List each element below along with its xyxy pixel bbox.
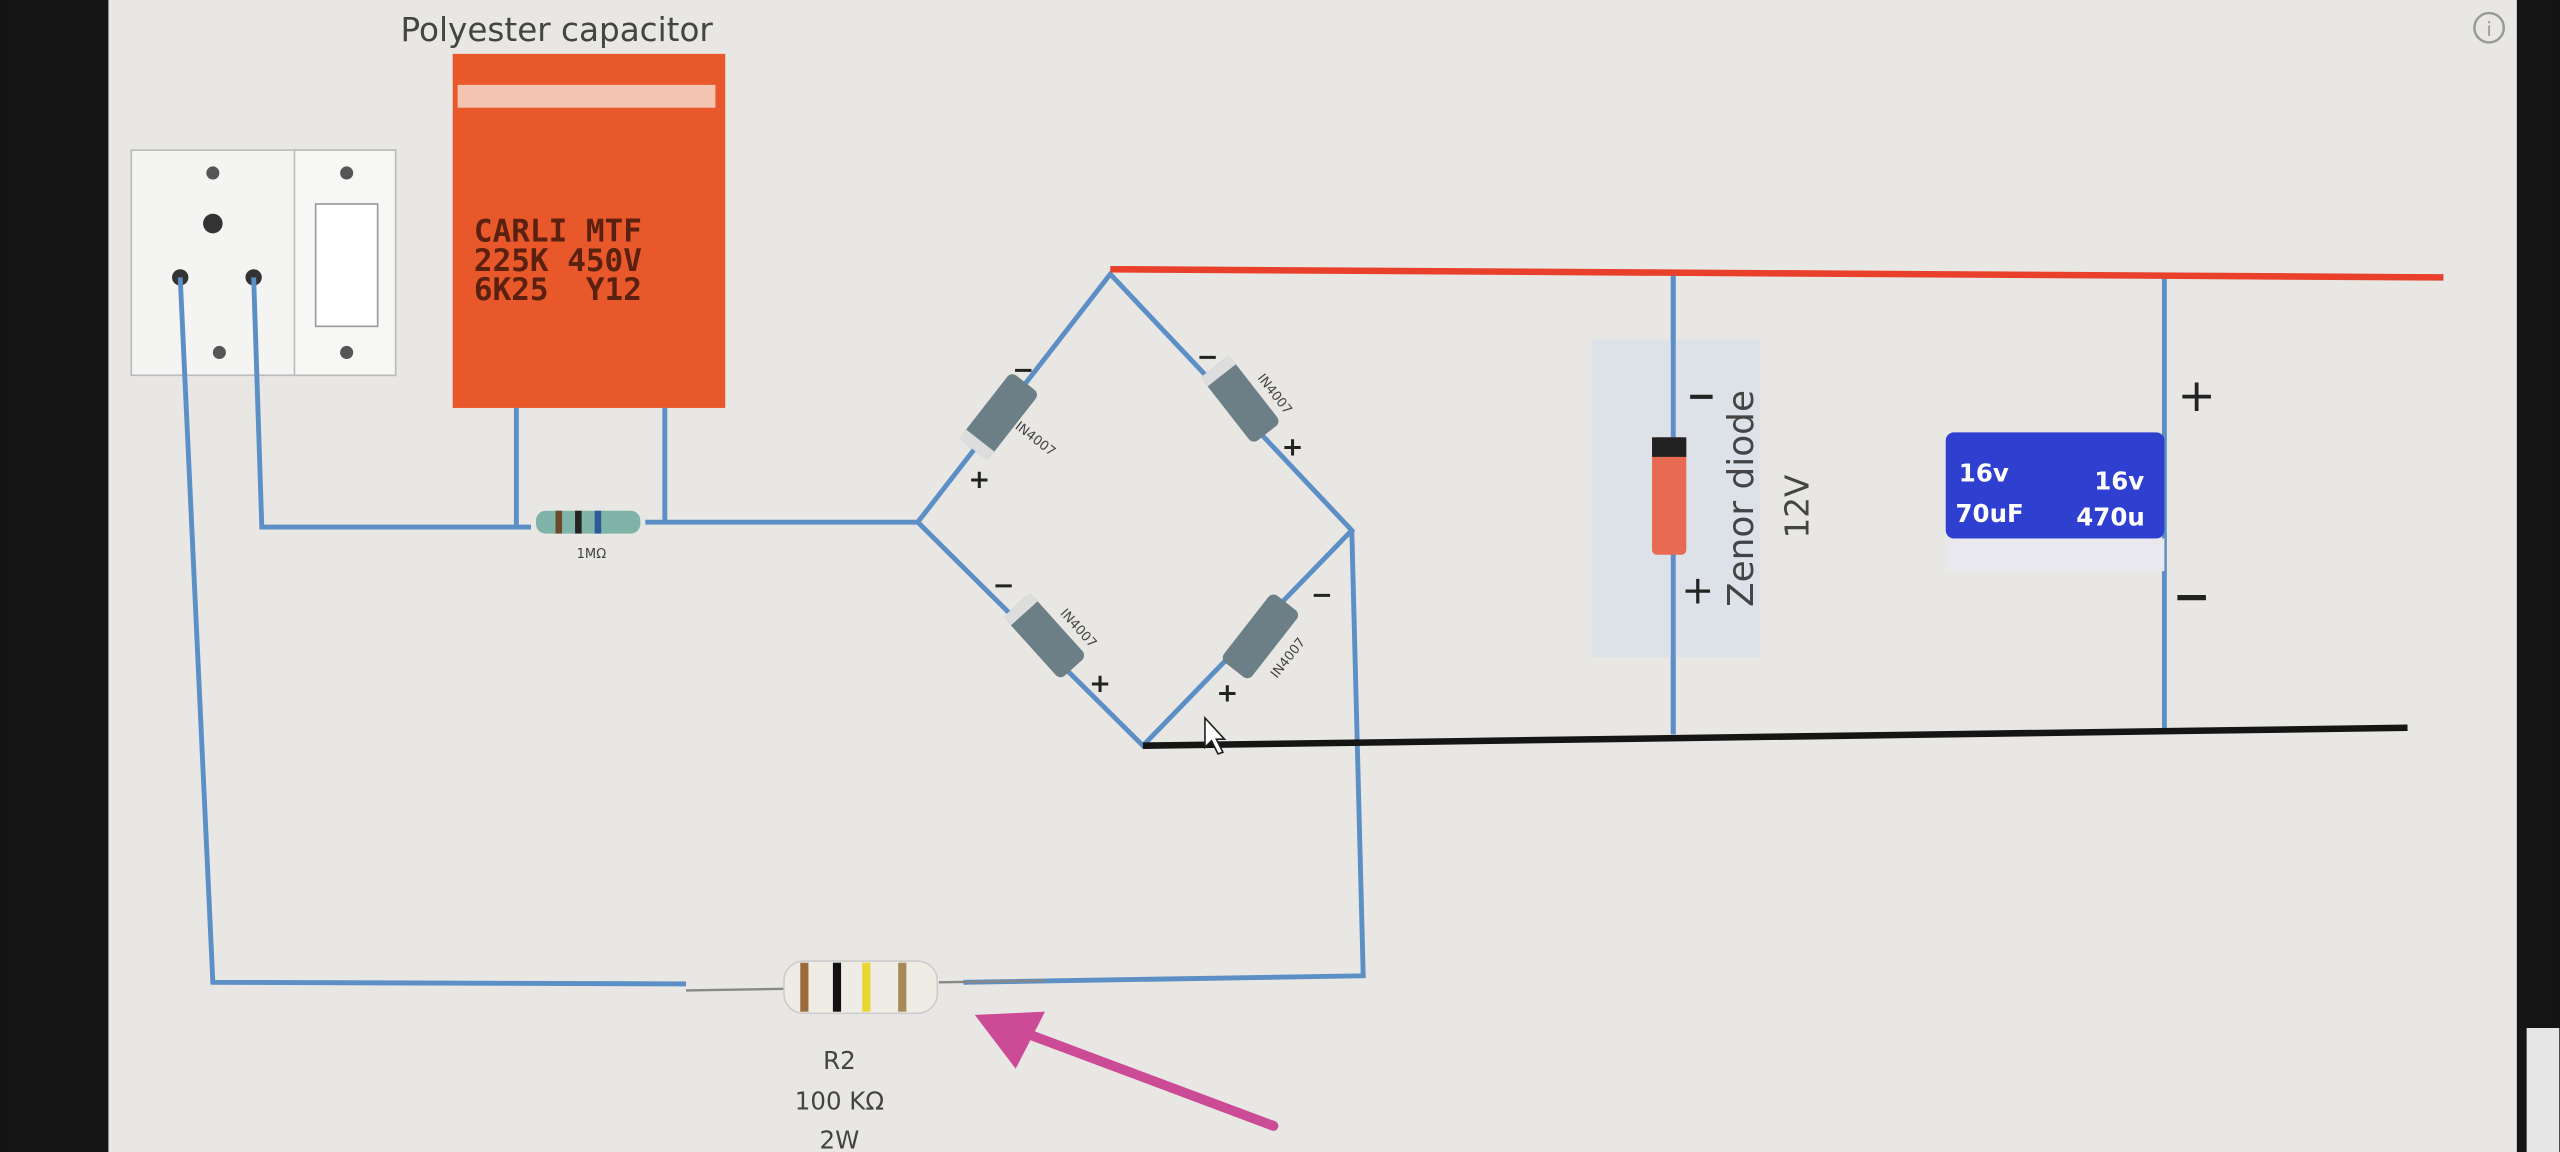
label-text: + — [1089, 669, 1111, 699]
label-text: 1MΩ — [577, 547, 607, 562]
label-text: 16v — [2094, 467, 2144, 496]
wall-socket — [130, 149, 397, 377]
label-text: 100 KΩ — [795, 1087, 884, 1116]
label-text: 16v — [1959, 458, 2009, 487]
label-text: − — [1686, 376, 1716, 417]
resistor-r1: 1MΩ — [535, 510, 641, 562]
label-text: + — [1216, 679, 1238, 709]
positive-rail — [1110, 265, 2444, 281]
bridge-polarity-marks: − + − + − + − + — [968, 343, 1333, 709]
zener-diode: − + Zenor diode 12V — [1591, 277, 1817, 735]
label-text: 6K25 Y12 — [474, 272, 642, 308]
label-text: 70uF — [1956, 499, 2024, 528]
label-text: CARLI MTF — [474, 213, 642, 249]
capacitor-title: Polyester capacitor — [400, 11, 713, 49]
label-text: 225K 450V — [474, 243, 642, 279]
mouse-cursor-icon — [1204, 715, 1227, 755]
label-text: 12V — [1779, 474, 1817, 539]
label-text: Zenor diode — [1721, 390, 1762, 607]
label-text: R2 — [823, 1046, 856, 1075]
label-text: − — [1012, 356, 1034, 386]
label-text: − — [1197, 343, 1219, 373]
label-text: + — [1681, 569, 1714, 614]
label-text: + — [2177, 369, 2215, 422]
label-text: 470u — [2076, 502, 2145, 531]
polyester-capacitor: CARLI MTF 225K 450V 6K25 Y12 — [452, 53, 726, 408]
label-text: i — [2486, 18, 2491, 41]
bezel-reflection — [2526, 1027, 2560, 1152]
label-text: 2W — [820, 1126, 860, 1152]
label-text: − — [2173, 570, 2211, 623]
negative-rail — [1142, 724, 2408, 749]
info-icon[interactable]: i — [2473, 11, 2506, 44]
resistor-r2: R2 100 KΩ 2W — [686, 960, 1046, 1152]
label-text: − — [1311, 581, 1333, 611]
electrolytic-capacitor: 16v 16v 70uF 470u + − — [1945, 369, 2216, 623]
label-text: − — [993, 571, 1015, 601]
arrow-icon — [974, 1011, 1279, 1131]
label-text: + — [968, 465, 990, 495]
label-text: + — [1282, 432, 1304, 462]
